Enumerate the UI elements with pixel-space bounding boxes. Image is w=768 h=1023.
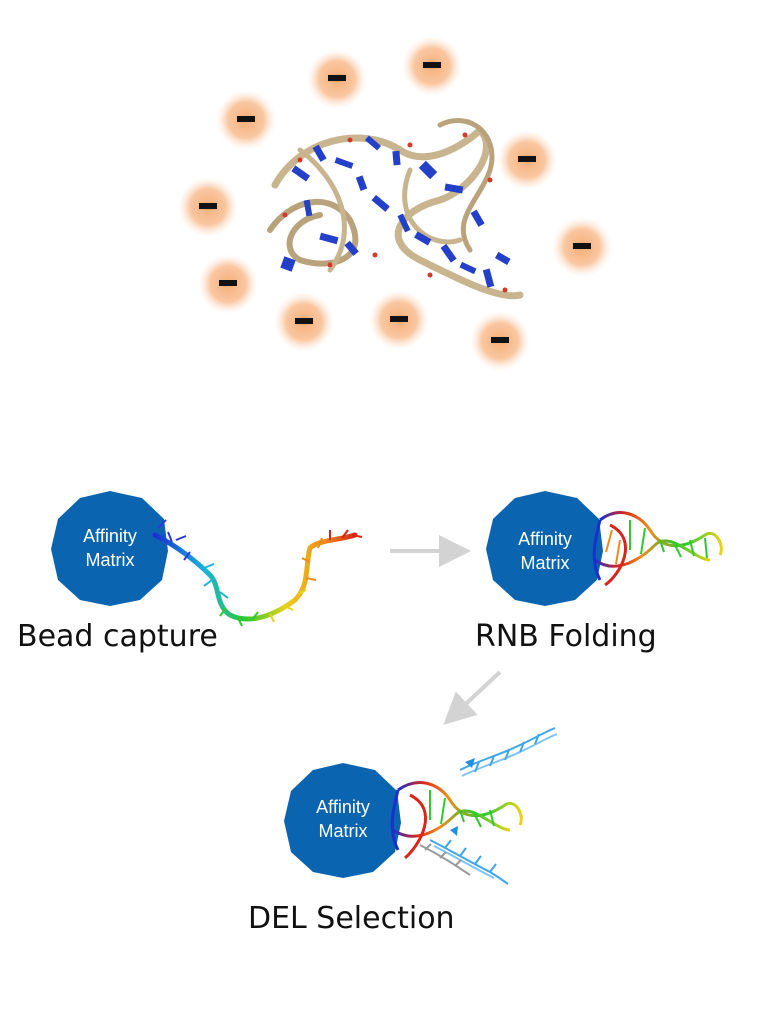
folded-rna-helix xyxy=(390,781,523,860)
matrix-label-line2: Matrix xyxy=(521,553,570,573)
negative-ion xyxy=(497,130,557,190)
small-molecule-ligand xyxy=(450,826,458,836)
matrix-label-line2: Matrix xyxy=(86,550,135,570)
negative-ion xyxy=(178,177,238,237)
matrix-label-line1: Affinity xyxy=(316,797,370,817)
negative-ion xyxy=(470,311,530,371)
affinity-matrix-bead xyxy=(284,763,401,878)
step-label-bead-capture: Bead capture xyxy=(17,619,218,654)
del-library-members xyxy=(419,727,558,885)
folded-rna-helix xyxy=(592,511,723,587)
rnb-folding-step: Affinity Matrix xyxy=(486,491,723,606)
bead-capture-step: Affinity Matrix xyxy=(51,491,363,627)
del-selection-step: Affinity Matrix xyxy=(284,727,558,885)
negative-ion xyxy=(402,36,462,96)
step-label-rnb-folding: RNB Folding xyxy=(475,619,657,654)
small-molecule-ligand xyxy=(465,758,475,768)
negative-ion xyxy=(307,49,367,109)
matrix-label-line1: Affinity xyxy=(83,526,137,546)
affinity-matrix-bead xyxy=(486,491,603,606)
ion-cloud xyxy=(178,36,612,371)
rna-structure xyxy=(267,118,524,300)
matrix-label-line2: Matrix xyxy=(319,821,368,841)
negative-ion xyxy=(552,217,612,277)
negative-ion xyxy=(369,290,429,350)
negative-ion xyxy=(198,254,258,314)
negative-ion xyxy=(216,90,276,150)
arrow-folding-to-selection xyxy=(443,670,502,725)
step-label-del-selection: DEL Selection xyxy=(248,901,455,936)
affinity-matrix-bead xyxy=(51,491,168,606)
negative-ion xyxy=(274,292,334,352)
unfolded-rna-strand xyxy=(152,532,358,622)
matrix-label-line1: Affinity xyxy=(518,529,572,549)
